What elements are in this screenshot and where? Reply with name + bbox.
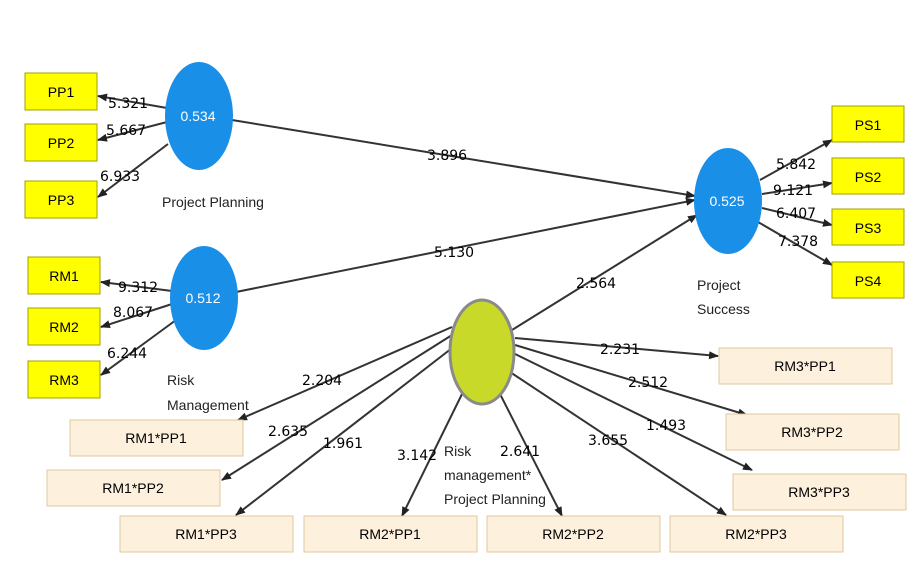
item-rm2pp2-box: [486, 515, 661, 553]
project-planning-r2: 0.534: [180, 108, 215, 124]
loading-rm2: 8.067: [113, 305, 153, 321]
indicator-rm1: RM1: [49, 268, 79, 284]
edge-mod-rm2pp2: [497, 389, 563, 517]
item-rm1pp1: RM1*PP1: [125, 430, 187, 446]
loading-pp1: 5.321: [108, 96, 148, 112]
item-rm3pp1: RM3*PP1: [774, 358, 836, 374]
path-pp-to-ps: [231, 119, 696, 199]
loading-rm2pp1: 3.142: [397, 448, 437, 464]
edge-mod-rm3pp3: [512, 352, 753, 471]
indicator-ps2: PS2: [855, 169, 882, 185]
edge-pp-pp2: [97, 121, 168, 142]
indicator-pp1: PP1: [48, 84, 75, 100]
project-planning-label: Project Planning: [162, 194, 264, 210]
item-rm2pp3: RM2*PP3: [725, 526, 787, 542]
risk-management-label-line1: Risk: [167, 372, 195, 388]
loading-rm3pp1: 2.231: [600, 342, 640, 358]
loading-rm1pp3: 1.961: [323, 436, 363, 452]
indicator-ps3-box: [831, 208, 905, 246]
edge-mod-rm1pp2: [221, 334, 453, 481]
construct-project-planning: [165, 62, 233, 170]
path-rm-to-ps: [235, 197, 696, 293]
edge-mod-rm3pp1: [514, 337, 719, 360]
indicator-ps4: PS4: [855, 273, 882, 289]
item-rm3pp2-box: [725, 413, 900, 451]
edge-mod-rm1pp1: [237, 326, 453, 421]
loading-rm3: 6.244: [107, 346, 147, 362]
construct-moderator: [448, 298, 516, 406]
loading-rm2pp3: 3.655: [588, 433, 628, 449]
item-rm2pp2: RM2*PP2: [542, 526, 604, 542]
loading-rm1pp2: 2.635: [268, 424, 308, 440]
item-rm1pp2-box: [46, 469, 221, 507]
edge-rm-rm2: [100, 303, 173, 329]
construct-risk-management: [170, 246, 238, 350]
edge-mod-rm2pp1: [401, 389, 465, 517]
loading-ps3: 6.407: [776, 206, 816, 222]
indicator-pp2: PP2: [48, 135, 75, 151]
edge-ps-ps1: [759, 139, 833, 181]
loading-rm1pp1: 2.204: [302, 373, 342, 389]
edge-rm-rm1: [100, 279, 173, 292]
item-rm1pp1-box: [69, 419, 244, 457]
loading-pp3: 6.933: [100, 169, 140, 185]
indicator-rm2-box: [27, 307, 101, 346]
item-rm3pp2: RM3*PP2: [781, 424, 843, 440]
loading-ps1: 5.842: [776, 157, 816, 173]
project-success-r2: 0.525: [709, 193, 744, 209]
path-value-rm-to-ps: 5.130: [434, 245, 474, 261]
risk-management-r2: 0.512: [185, 290, 220, 306]
loading-pp2: 5.667: [106, 123, 146, 139]
edge-pp-pp1: [97, 93, 168, 109]
edge-ps-ps3: [761, 207, 833, 227]
loading-rm3pp2: 2.512: [628, 375, 668, 391]
loading-ps4: 7.378: [778, 234, 818, 250]
indicator-pp2-box: [24, 123, 98, 162]
indicator-pp3-box: [24, 180, 98, 219]
path-value-mod-to-ps: 2.564: [576, 276, 616, 292]
risk-management-label-line2: Management: [167, 397, 249, 413]
indicator-ps3: PS3: [855, 220, 882, 236]
loading-rm2pp2: 2.641: [500, 444, 540, 460]
indicator-pp1-box: [24, 72, 98, 111]
edge-mod-rm3pp2: [514, 344, 748, 417]
edge-ps-ps2: [761, 180, 833, 195]
item-rm2pp1: RM2*PP1: [359, 526, 421, 542]
moderator-label-line2: management*: [444, 467, 532, 483]
indicator-rm1-box: [27, 256, 101, 295]
path-value-pp-to-ps: 3.896: [427, 148, 467, 164]
moderator-label-line3: Project Planning: [444, 491, 546, 507]
edge-mod-rm1pp3: [235, 344, 457, 516]
indicator-ps2-box: [831, 157, 905, 195]
item-rm1pp3-box: [119, 515, 294, 553]
edge-mod-rm2pp3: [509, 371, 727, 516]
item-rm1pp2: RM1*PP2: [102, 480, 164, 496]
item-rm2pp1-box: [303, 515, 478, 553]
indicator-rm3-box: [27, 360, 101, 399]
indicator-ps1: PS1: [855, 117, 882, 133]
item-rm3pp3: RM3*PP3: [788, 484, 850, 500]
edge-ps-ps4: [757, 221, 833, 266]
edge-rm-rm3: [100, 319, 177, 376]
loading-ps2: 9.121: [773, 183, 813, 199]
indicator-ps4-box: [831, 261, 905, 299]
item-rm3pp1-box: [718, 347, 893, 385]
item-rm3pp3-box: [732, 473, 907, 511]
indicator-pp3: PP3: [48, 192, 75, 208]
indicator-rm2: RM2: [49, 319, 79, 335]
path-mod-to-ps: [511, 214, 698, 331]
item-rm1pp3: RM1*PP3: [175, 526, 237, 542]
loading-rm1: 9.312: [118, 280, 158, 296]
indicator-ps1-box: [831, 105, 905, 143]
construct-project-success: [694, 148, 762, 254]
project-success-label-line1: Project: [697, 277, 741, 293]
indicator-rm3: RM3: [49, 372, 79, 388]
item-rm2pp3-box: [669, 515, 844, 553]
loading-rm3pp3: 1.493: [646, 418, 686, 434]
edge-pp-pp3: [97, 143, 169, 198]
project-success-label-line2: Success: [697, 301, 750, 317]
moderator-label-line1: Risk: [444, 443, 472, 459]
